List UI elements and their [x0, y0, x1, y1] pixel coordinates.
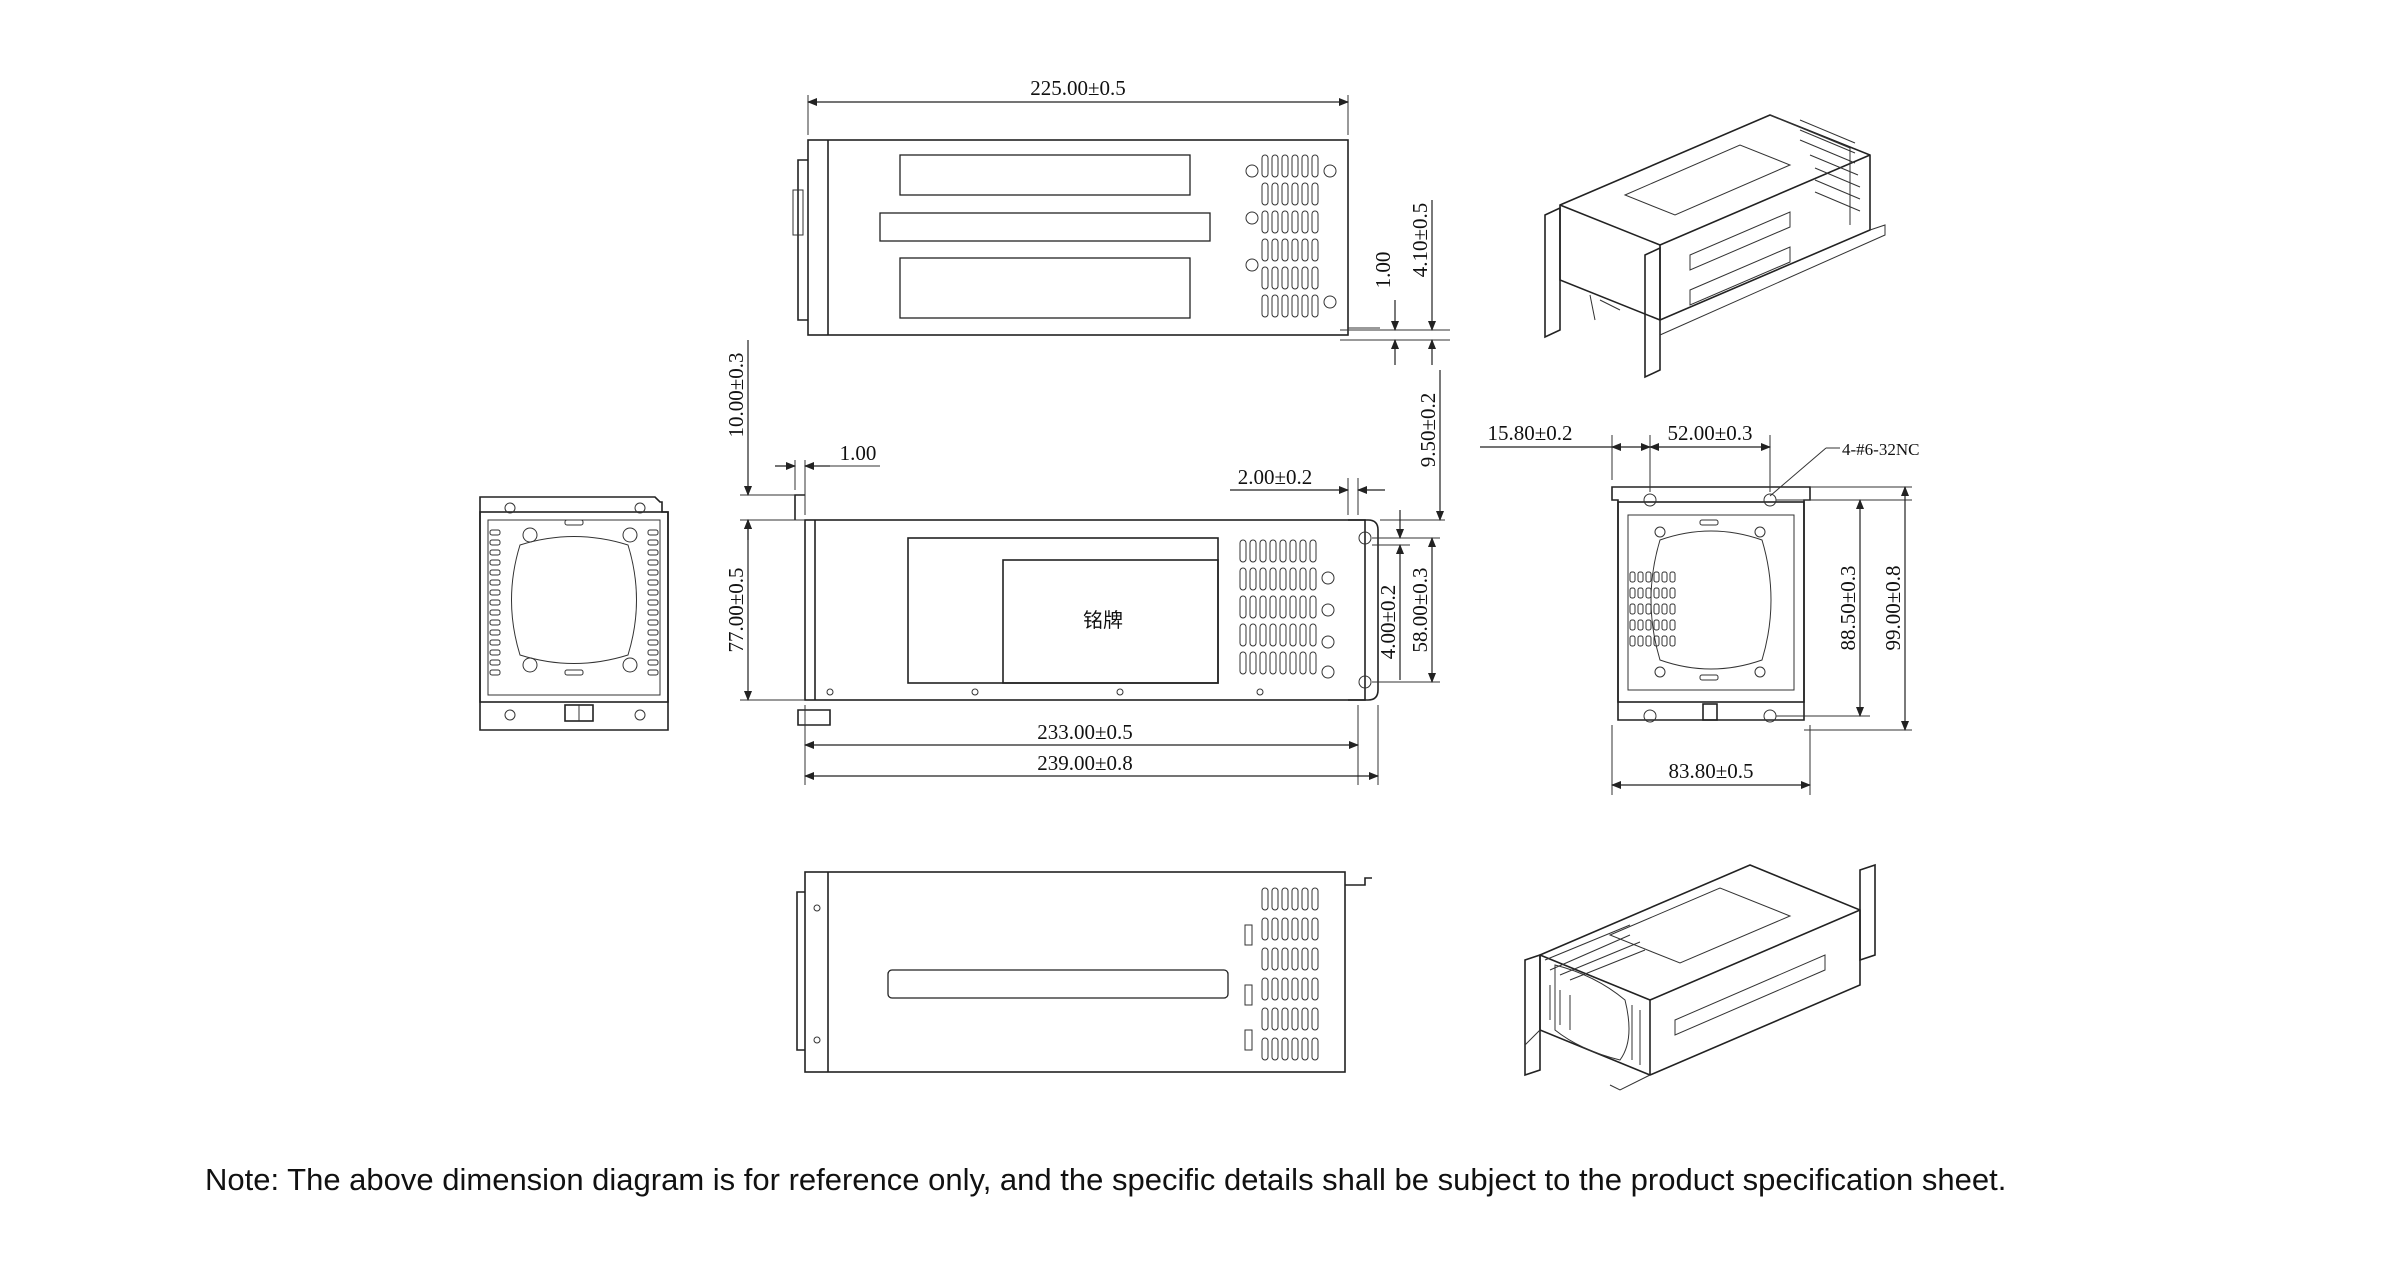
top-vent-grid [1261, 154, 1319, 318]
reference-note: Note: The above dimension diagram is for… [205, 1162, 2007, 1197]
front-left-vents [489, 529, 659, 676]
dim-end-width: 83.80±0.5 [1668, 759, 1753, 783]
dim-front-offset-top: 10.00±0.3 [724, 352, 748, 437]
dim-rear-flange-thk: 2.00±0.2 [1238, 465, 1313, 489]
dim-end-hole-height: 88.50±0.3 [1836, 565, 1860, 650]
front-end-view [479, 496, 669, 731]
nameplate-label: 铭牌 [1083, 609, 1123, 632]
dim-front-height: 77.00±0.5 [724, 567, 748, 652]
bottom-view [796, 871, 1372, 1073]
top-view: 225.00±0.5 1.00 4.10±0.5 [792, 76, 1450, 365]
side-vent-grid [1239, 539, 1317, 675]
dim-top-length: 225.00±0.5 [1030, 76, 1126, 100]
bottom-vent-grid [1261, 887, 1319, 1061]
dim-top-gap-b: 4.10±0.5 [1408, 203, 1432, 278]
side-view: 铭牌 10.00±0.3 77.00±0.5 1.00 [724, 340, 1445, 785]
dim-top-gap-a: 1.00 [1371, 252, 1395, 289]
dim-front-flange: 1.00 [840, 441, 877, 465]
isometric-view-lower [1524, 863, 1876, 1091]
rear-left-vents [1629, 571, 1676, 647]
dim-rear-flange-top: 9.50±0.2 [1416, 393, 1440, 468]
isometric-view-upper [1544, 114, 1886, 379]
rear-end-view: 15.80±0.2 52.00±0.3 4-#6-32NC 88.50±0.3 … [1480, 421, 1919, 795]
dim-end-hole-spacing: 52.00±0.3 [1667, 421, 1752, 445]
dim-overall-length: 239.00±0.8 [1037, 751, 1133, 775]
dim-end-overall-height: 99.00±0.8 [1881, 565, 1905, 650]
dim-body-length: 233.00±0.5 [1037, 720, 1133, 744]
dim-rear-hole-spacing: 58.00±0.3 [1408, 567, 1432, 652]
dim-rear-hole: 4.00±0.2 [1376, 585, 1400, 660]
dim-end-hole-offset: 15.80±0.2 [1487, 421, 1572, 445]
thread-callout: 4-#6-32NC [1842, 440, 1919, 459]
